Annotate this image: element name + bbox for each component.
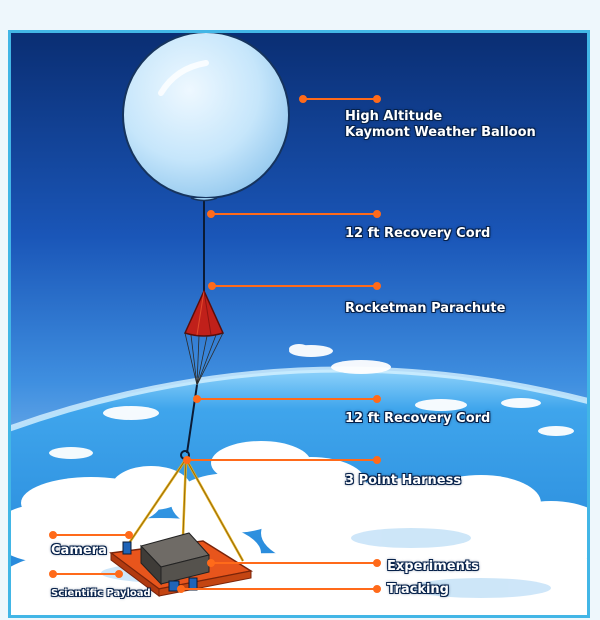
cord-upper-label: 12 ft Recovery Cord: [345, 226, 491, 241]
diagram-frame: High Altitude Kaymont Weather Balloon 12…: [8, 30, 590, 618]
camera-unit: [122, 541, 132, 555]
balloon-diagram: [11, 33, 587, 615]
balloon-label-line2: Kaymont Weather Balloon: [345, 125, 536, 140]
distant-clouds: [49, 344, 574, 459]
leader-lines: [49, 95, 381, 593]
cord-lower-label: 12 ft Recovery Cord: [345, 411, 491, 426]
parachute-label: Rocketman Parachute: [345, 301, 506, 316]
balloon-label-line1: High Altitude: [345, 109, 443, 124]
parachute: [183, 289, 225, 386]
balloon-label: High Altitude Kaymont Weather Balloon: [345, 109, 536, 141]
harness-label: 3 Point Harness: [345, 473, 462, 488]
scientific-payload: [109, 532, 254, 597]
tracking-label: Tracking: [387, 582, 449, 597]
weather-balloon: [122, 33, 290, 199]
experiments-label: Experiments: [387, 559, 479, 574]
experiments-box: [140, 532, 210, 586]
payload-label: Scientific Payload: [51, 588, 151, 599]
camera-label: Camera: [51, 543, 107, 558]
